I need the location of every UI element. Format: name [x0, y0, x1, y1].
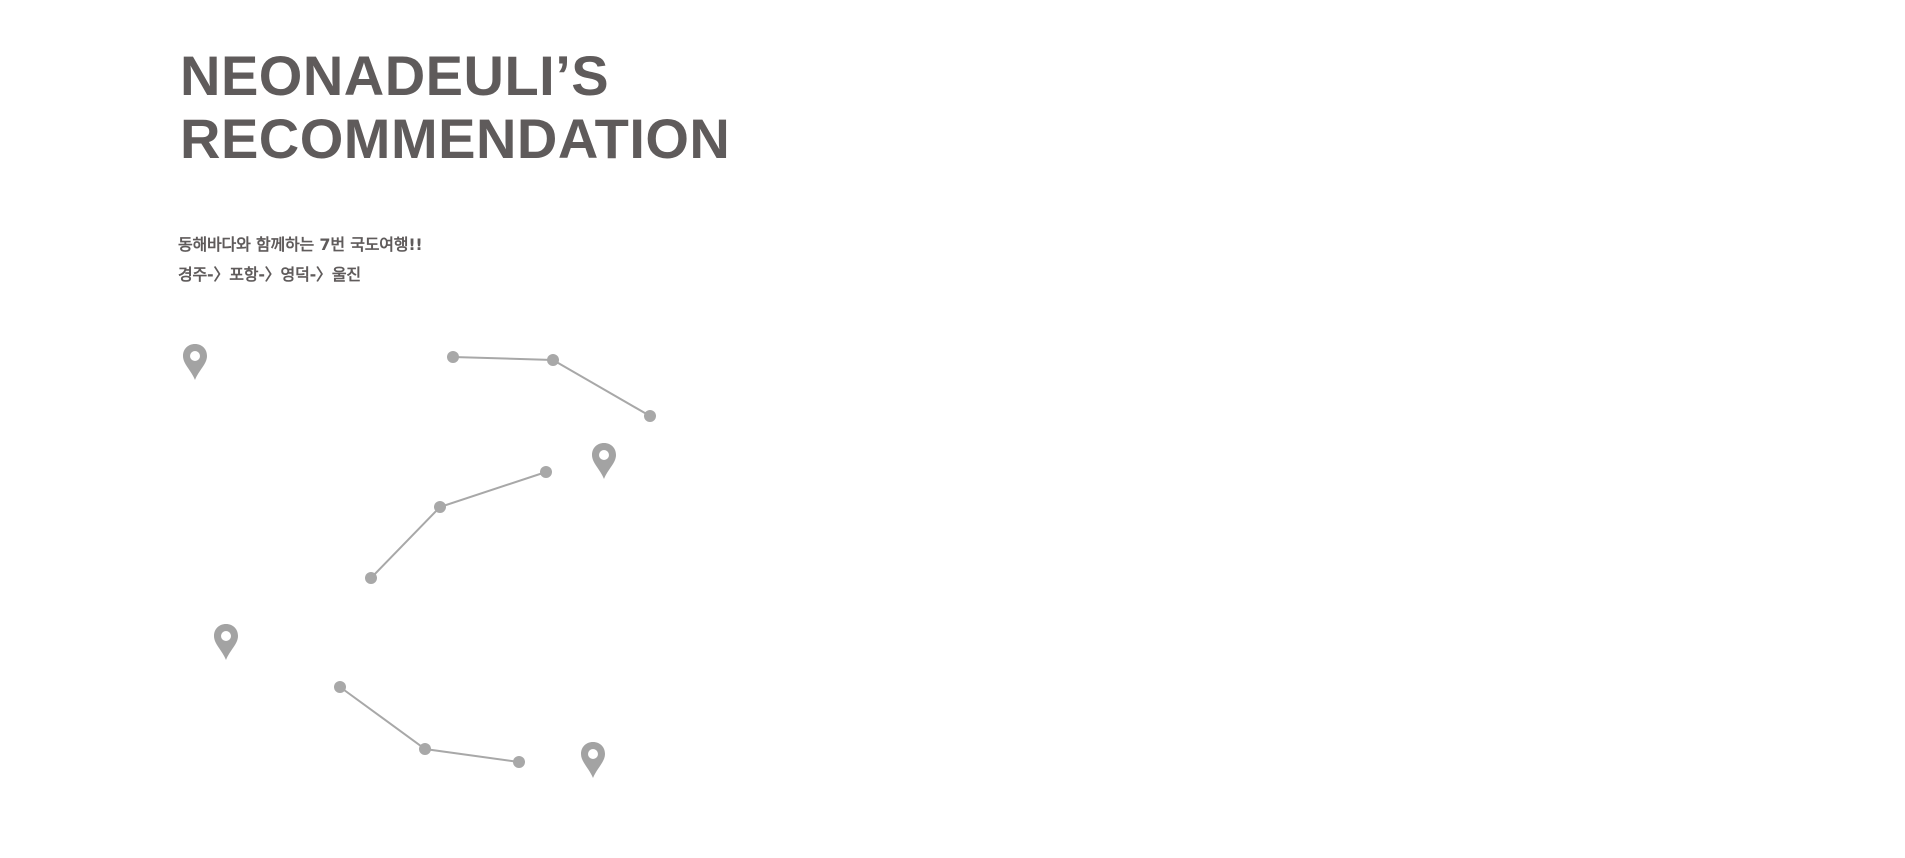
route-description-line-1: 동해바다와 함께하는 7번 국도여행!! [178, 235, 423, 254]
route-description: 동해바다와 함께하는 7번 국도여행!! 경주-〉포항-〉영덕-〉울진 [178, 230, 423, 290]
route-dot [434, 501, 446, 513]
page-title-line-2: RECOMMENDATION [180, 107, 731, 170]
page-title: NEONADEULI’S RECOMMENDATION [180, 44, 730, 170]
location-pin-icon [183, 344, 207, 380]
route-dot [334, 681, 346, 693]
route-segment-3 [334, 681, 525, 768]
route-dot [644, 410, 656, 422]
route-segment-1 [447, 351, 656, 422]
location-pin-icon [214, 624, 238, 660]
page-title-line-1: NEONADEULI’S [180, 44, 610, 107]
route-description-line-2: 경주-〉포항-〉영덕-〉울진 [178, 265, 361, 284]
location-pin-icon [581, 742, 605, 778]
route-dot [419, 743, 431, 755]
route-dot [513, 756, 525, 768]
route-dot [365, 572, 377, 584]
route-dot [547, 354, 559, 366]
location-pin-icon [592, 443, 616, 479]
route-dot [447, 351, 459, 363]
route-dot [540, 466, 552, 478]
route-segment-2 [365, 466, 552, 584]
